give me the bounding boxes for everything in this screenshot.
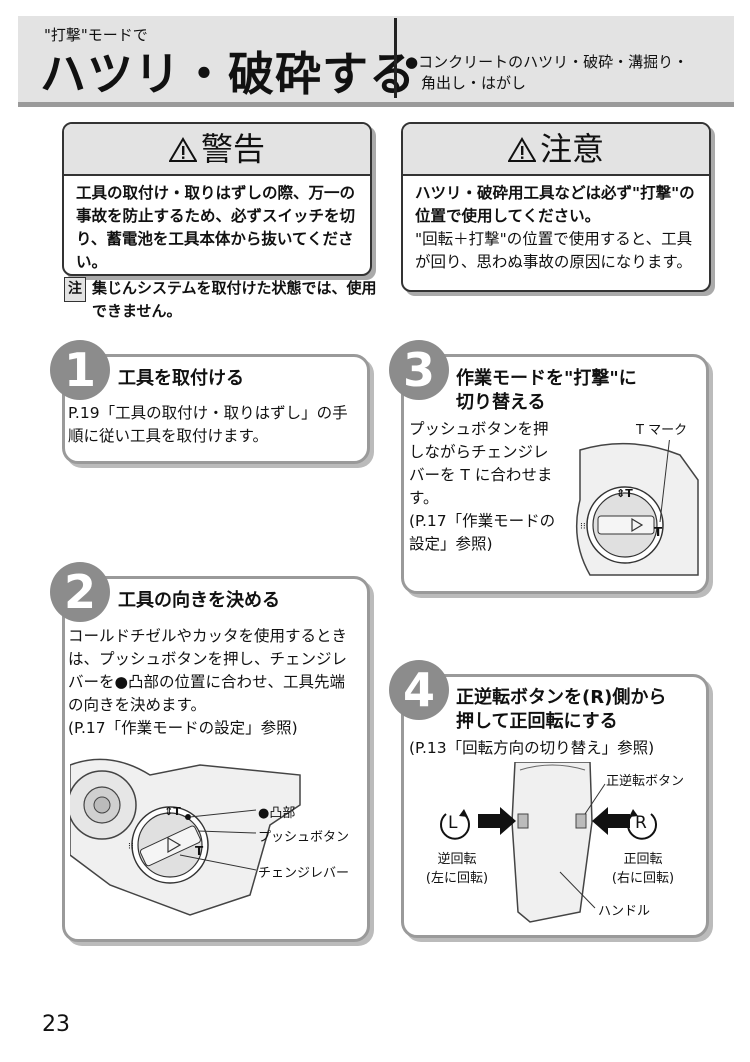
svg-text:⇕T: ⇕T bbox=[164, 805, 181, 818]
caution-body-bold: ハツリ・破砕用工具などは必ず"打撃"の位置で使用してください。 bbox=[415, 184, 695, 225]
step-2-body: コールドチゼルやカッタを使用するときは、プッシュボタンを押し、チェンジレバーを●… bbox=[68, 627, 348, 714]
caution-title: 注意 bbox=[539, 130, 604, 168]
svg-text:⁝⁝: ⁝⁝ bbox=[580, 522, 586, 532]
forward-rotation-icon bbox=[627, 809, 657, 840]
reverse-text: 逆回転 bbox=[437, 852, 477, 867]
reverse-letter: L bbox=[448, 813, 458, 833]
step-2-text: コールドチゼルやカッタを使用するときは、プッシュボタンを押し、チェンジレバーを●… bbox=[68, 625, 360, 740]
mode-label: "打撃"モードで bbox=[44, 26, 148, 44]
caution-body-normal: "回転＋打撃"の位置で使用すると、工具が回り、思わぬ事故の原因になります。 bbox=[415, 230, 693, 271]
note-text: 集じんシステムを取付けた状態では、使用できません。 bbox=[92, 279, 377, 320]
forward-text: 正回転 bbox=[623, 852, 663, 867]
note-badge: 注 bbox=[64, 277, 86, 302]
change-lever-label: チェンジレバー bbox=[258, 866, 350, 881]
step-4-title: 正逆転ボタンを(R)側から 押して正回転にする bbox=[456, 686, 666, 734]
svg-text:T: T bbox=[195, 844, 204, 858]
warning-triangle-icon bbox=[168, 137, 198, 162]
page-number: 23 bbox=[42, 1012, 70, 1037]
subtitle: ●コンクリートのハツリ・破砕・溝掘り・ 角出し・はがし bbox=[405, 52, 688, 94]
svg-text:⁝⁝: ⁝⁝ bbox=[128, 842, 134, 852]
warning-box: 警告 工具の取付け・取りはずしの際、万一の事故を防止するため、必ずスイッチを切り… bbox=[62, 122, 372, 276]
step-2-title: 工具の向きを決める bbox=[118, 590, 280, 611]
push-button-label: プッシュボタン bbox=[258, 830, 350, 845]
step-4-title-line1: 正逆転ボタンを(R)側から bbox=[456, 687, 667, 708]
step-3-title: 作業モードを"打撃"に 切り替える bbox=[456, 367, 637, 415]
forward-letter: R bbox=[635, 813, 647, 833]
step-4-title-line2: 押して正回転にする bbox=[456, 711, 618, 732]
handle-label: ハンドル bbox=[598, 904, 651, 919]
caution-body: ハツリ・破砕用工具などは必ず"打撃"の位置で使用してください。 "回転＋打撃"の… bbox=[403, 176, 709, 280]
reverse-rotation-icon bbox=[440, 809, 470, 840]
step-2-ref: (P.17「作業モードの設定」参照) bbox=[68, 719, 298, 737]
step-4-number: 4 bbox=[389, 660, 449, 720]
caution-header: 注意 bbox=[403, 124, 709, 176]
svg-text:T: T bbox=[654, 525, 663, 539]
step-3-text: プッシュボタンを押しながらチェンジレバーを T に合わせます。 (P.17「作業… bbox=[409, 418, 559, 556]
warning-title: 警告 bbox=[200, 130, 265, 168]
step-3-illustration: ⇕T T ⁝⁝ bbox=[575, 440, 699, 576]
warning-header: 警告 bbox=[64, 124, 370, 176]
step-1-card bbox=[62, 354, 370, 464]
step-3-title-line1: 作業モードを"打撃"に bbox=[456, 368, 637, 389]
step-4-illustration bbox=[478, 762, 630, 923]
caution-box: 注意 ハツリ・破砕用工具などは必ず"打撃"の位置で使用してください。 "回転＋打… bbox=[401, 122, 711, 292]
reverse-label: 逆回転 (左に回転) bbox=[422, 848, 492, 886]
convex-label: ●凸部 bbox=[258, 806, 296, 821]
header-band bbox=[18, 16, 734, 107]
step-3-body: プッシュボタンを押しながらチェンジレバーを T に合わせます。 bbox=[409, 420, 553, 507]
step-1-number: 1 bbox=[50, 340, 110, 400]
warning-body: 工具の取付け・取りはずしの際、万一の事故を防止するため、必ずスイッチを切り、蓄電… bbox=[76, 184, 356, 271]
step-3-ref: (P.17「作業モードの設定」参照) bbox=[409, 512, 556, 553]
forward-sub-text: (右に回転) bbox=[611, 871, 675, 886]
step-1-title: 工具を取付ける bbox=[118, 368, 244, 389]
step-3-title-line2: 切り替える bbox=[456, 392, 546, 413]
step-2-number: 2 bbox=[50, 562, 110, 622]
step-4-ref: (P.13「回転方向の切り替え」参照) bbox=[409, 739, 655, 757]
reverse-sub-text: (左に回転) bbox=[425, 871, 489, 886]
page-title: ハツリ・破砕する bbox=[40, 47, 416, 101]
fwd-rev-button-label: 正逆転ボタン bbox=[606, 774, 685, 789]
subtitle-line2: 角出し・はがし bbox=[421, 74, 527, 92]
subtitle-line1: ●コンクリートのハツリ・破砕・溝掘り・ bbox=[405, 53, 689, 71]
svg-text:⇕T: ⇕T bbox=[616, 487, 633, 500]
step-1-text: P.19「工具の取付け・取りはずし」の手順に従い工具を取付けます。 bbox=[68, 404, 348, 445]
step-3-number: 3 bbox=[389, 340, 449, 400]
step-2-illustration: ⇕T T ⁝⁝ bbox=[70, 758, 301, 916]
note: 注集じんシステムを取付けた状態では、使用できません。 bbox=[64, 277, 382, 323]
t-mark-label: T マーク bbox=[636, 423, 688, 438]
forward-label: 正回転 (右に回転) bbox=[605, 848, 681, 886]
caution-triangle-icon bbox=[507, 137, 537, 162]
title-divider bbox=[394, 18, 397, 98]
